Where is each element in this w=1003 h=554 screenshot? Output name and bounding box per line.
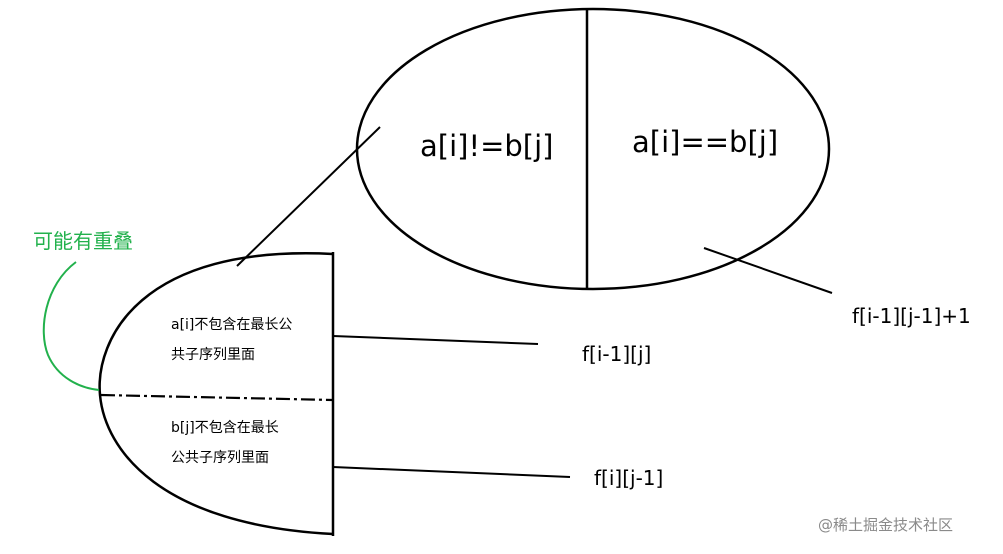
- watermark-text: @稀土掘金技术社区: [818, 516, 953, 534]
- condition-eq-label: a[i]==b[j]: [632, 125, 778, 159]
- condition-neq-label: a[i]!=b[j]: [420, 129, 553, 163]
- result-a-label: f[i-1][j]: [582, 342, 651, 366]
- overlap-note: 可能有重叠: [33, 229, 133, 253]
- sub-case-half-ellipse: [98, 252, 334, 536]
- result-b-label: f[i][j-1]: [594, 466, 663, 490]
- case-b-line2: 公共子序列里面: [171, 450, 269, 466]
- sub-case-dashdot-divider: [100, 393, 334, 402]
- connector-neq-to-cases: [236, 126, 381, 267]
- connector-eq-to-result: [703, 247, 833, 294]
- result-eq-label: f[i-1][j-1]+1: [852, 304, 971, 328]
- overlap-bracket: [42, 261, 100, 391]
- connector-case-b-to-result: [332, 466, 571, 478]
- case-a-line1: a[i]不包含在最长公: [171, 317, 292, 333]
- connector-case-a-to-result: [332, 335, 539, 345]
- case-a-line2: 共子序列里面: [171, 347, 255, 363]
- case-b-line1: b[j]不包含在最长: [171, 420, 279, 436]
